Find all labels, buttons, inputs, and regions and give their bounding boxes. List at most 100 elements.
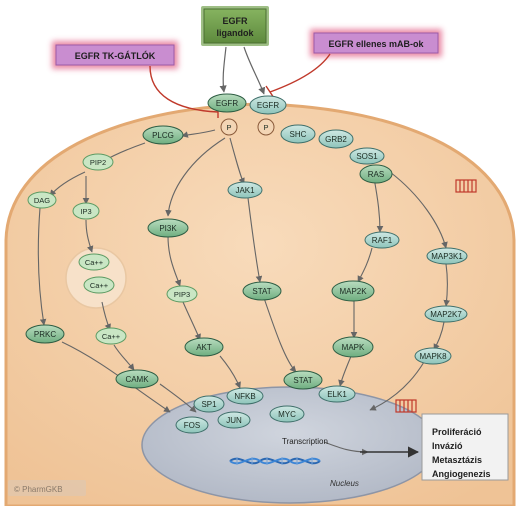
node-ca3: Ca++ xyxy=(95,327,127,345)
node-shape xyxy=(78,253,110,271)
node-plcg: PLCG xyxy=(142,125,184,145)
node-label: RAF1 xyxy=(372,236,393,245)
node-shape xyxy=(72,202,100,220)
node-map2k: MAP2K xyxy=(331,280,375,302)
node-shape xyxy=(217,411,251,429)
node-shape xyxy=(331,280,375,302)
node-pip2: PIP2 xyxy=(82,153,114,171)
node-shape xyxy=(424,305,468,323)
node-shape xyxy=(280,124,316,144)
node-label: AKT xyxy=(196,343,212,352)
node-ip3: IP3 xyxy=(72,202,100,220)
node-shape xyxy=(193,395,225,413)
dna-helix-icon xyxy=(229,457,321,465)
node-akt: AKT xyxy=(184,337,224,357)
node-label: IP3 xyxy=(80,207,91,216)
tk-inhibitor-label: EGFR TK-GÁTLÓK xyxy=(75,50,156,61)
node-label: CAMK xyxy=(125,375,149,384)
node-shape xyxy=(242,281,282,301)
transcription-label: Transcription xyxy=(282,437,328,446)
node-stat1: STAT xyxy=(242,281,282,301)
node-label: MAP2K7 xyxy=(430,310,462,319)
node-shape xyxy=(175,416,209,434)
node-shape xyxy=(83,276,115,294)
outcome-metastasis: Metasztázis xyxy=(432,455,482,465)
node-shape xyxy=(426,247,468,265)
node-shape xyxy=(227,181,263,199)
node-shape xyxy=(115,369,159,389)
node-shape xyxy=(82,153,114,171)
node-shape xyxy=(364,231,400,249)
node-pi3k: PI3K xyxy=(147,218,189,238)
membrane-channel-icon xyxy=(455,179,477,193)
node-shape xyxy=(220,118,238,136)
membrane-channel-icon xyxy=(395,399,417,413)
node-raf1: RAF1 xyxy=(364,231,400,249)
node-elk1: ELK1 xyxy=(318,385,356,403)
node-map2k7: MAP2K7 xyxy=(424,305,468,323)
node-shape xyxy=(249,95,287,115)
mab-label: EGFR ellenes mAB-ok xyxy=(328,39,424,49)
arrow-ligand-egfr2 xyxy=(243,46,266,95)
node-jak1: JAK1 xyxy=(227,181,263,199)
node-shape xyxy=(147,218,189,238)
node-label: PRKC xyxy=(34,330,56,339)
node-nfkb: NFKB xyxy=(226,387,264,405)
inhibit-mab xyxy=(269,53,331,93)
node-label: STAT xyxy=(293,376,312,385)
node-map3k1: MAP3K1 xyxy=(426,247,468,265)
node-label: PIP2 xyxy=(90,158,106,167)
node-label: SP1 xyxy=(201,400,217,409)
outcome-box: Proliferáció Invázió Metasztázis Angioge… xyxy=(421,413,509,481)
node-sp1: SP1 xyxy=(193,395,225,413)
node-label: MAPK8 xyxy=(419,352,447,361)
node-shape xyxy=(184,337,224,357)
node-egfr1: EGFR xyxy=(207,93,247,113)
node-label: Ca++ xyxy=(90,281,109,290)
node-shape xyxy=(269,405,305,423)
node-label: DAG xyxy=(34,196,50,205)
node-shape xyxy=(226,387,264,405)
node-shape xyxy=(414,347,452,365)
node-ca1: Ca++ xyxy=(78,253,110,271)
mab-box: EGFR ellenes mAB-ok xyxy=(310,29,442,57)
node-shc: SHC xyxy=(280,124,316,144)
node-label: Ca++ xyxy=(102,332,121,341)
node-shape xyxy=(318,385,356,403)
node-shape xyxy=(332,336,374,358)
node-label: EGFR xyxy=(216,99,238,108)
arrow-ligand-egfr1 xyxy=(219,46,227,93)
node-pip3: PIP3 xyxy=(166,285,198,303)
outcome-proliferation: Proliferáció xyxy=(432,427,482,437)
node-ca2: Ca++ xyxy=(83,276,115,294)
node-shape xyxy=(25,324,65,344)
node-p1: P xyxy=(220,118,238,136)
node-label: MYC xyxy=(278,410,296,419)
node-label: MAP2K xyxy=(339,287,367,296)
node-label: P xyxy=(226,123,231,132)
node-label: SHC xyxy=(290,130,307,139)
node-shape xyxy=(359,164,393,184)
node-label: EGFR xyxy=(257,101,279,110)
node-mapk: MAPK xyxy=(332,336,374,358)
node-label: NFKB xyxy=(234,392,255,401)
outcome-invasion: Invázió xyxy=(432,441,463,451)
node-ras: RAS xyxy=(359,164,393,184)
node-myc: MYC xyxy=(269,405,305,423)
node-shape xyxy=(349,147,385,165)
node-stat2: STAT xyxy=(283,370,323,390)
node-shape xyxy=(318,129,354,149)
node-egfr2: EGFR xyxy=(249,95,287,115)
node-label: JAK1 xyxy=(235,186,255,195)
node-label: Ca++ xyxy=(85,258,104,267)
node-dag: DAG xyxy=(27,191,57,209)
ligand-subtitle: ligandok xyxy=(216,28,254,38)
pathway-arrows xyxy=(37,129,451,456)
node-p2: P xyxy=(257,118,275,136)
inhibit-tk xyxy=(149,65,219,113)
node-shape xyxy=(207,93,247,113)
node-camk: CAMK xyxy=(115,369,159,389)
